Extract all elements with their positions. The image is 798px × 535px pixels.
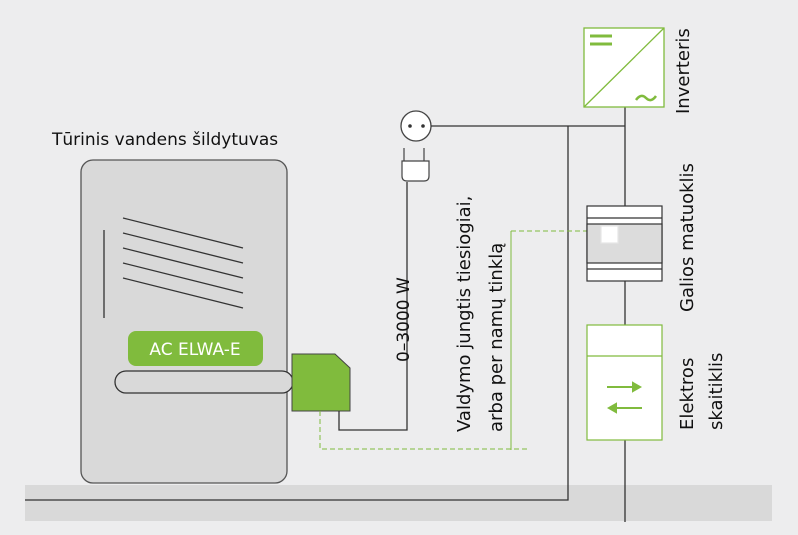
heating-rod xyxy=(114,370,294,394)
electricity-meter-label-line2: skaitiklis xyxy=(706,353,727,430)
device-badge-label: AC ELWA-E xyxy=(149,340,240,360)
heater-title: Tūrinis vandens šildytuvas xyxy=(51,130,278,150)
inverter-label: Inverteris xyxy=(673,28,694,114)
power-meter-icon xyxy=(586,205,663,282)
power-meter-label: Galios matuoklis xyxy=(677,163,698,312)
bidirectional-arrows-icon xyxy=(606,381,643,414)
ground-wire xyxy=(25,126,569,501)
control-link-dashed xyxy=(319,411,527,450)
socket-icon xyxy=(400,110,432,142)
power-range-label: 0–3000 W xyxy=(394,277,414,362)
control-label-line2: arba per namų tinklą xyxy=(486,243,507,432)
ac-elwa-controller xyxy=(291,353,351,412)
electricity-meter-label-line1: Elektros xyxy=(677,358,698,430)
heat-exchanger-icon xyxy=(103,217,244,318)
plug-icon xyxy=(401,148,430,182)
control-label-line1: Valdymo jungtis tiesiogiai, xyxy=(454,196,475,432)
inverter-icon xyxy=(583,27,665,108)
power-cable xyxy=(338,182,408,431)
device-badge xyxy=(128,331,263,366)
water-heater-tank xyxy=(80,159,288,484)
electricity-meter-icon xyxy=(586,324,663,441)
floor-band xyxy=(25,485,772,521)
